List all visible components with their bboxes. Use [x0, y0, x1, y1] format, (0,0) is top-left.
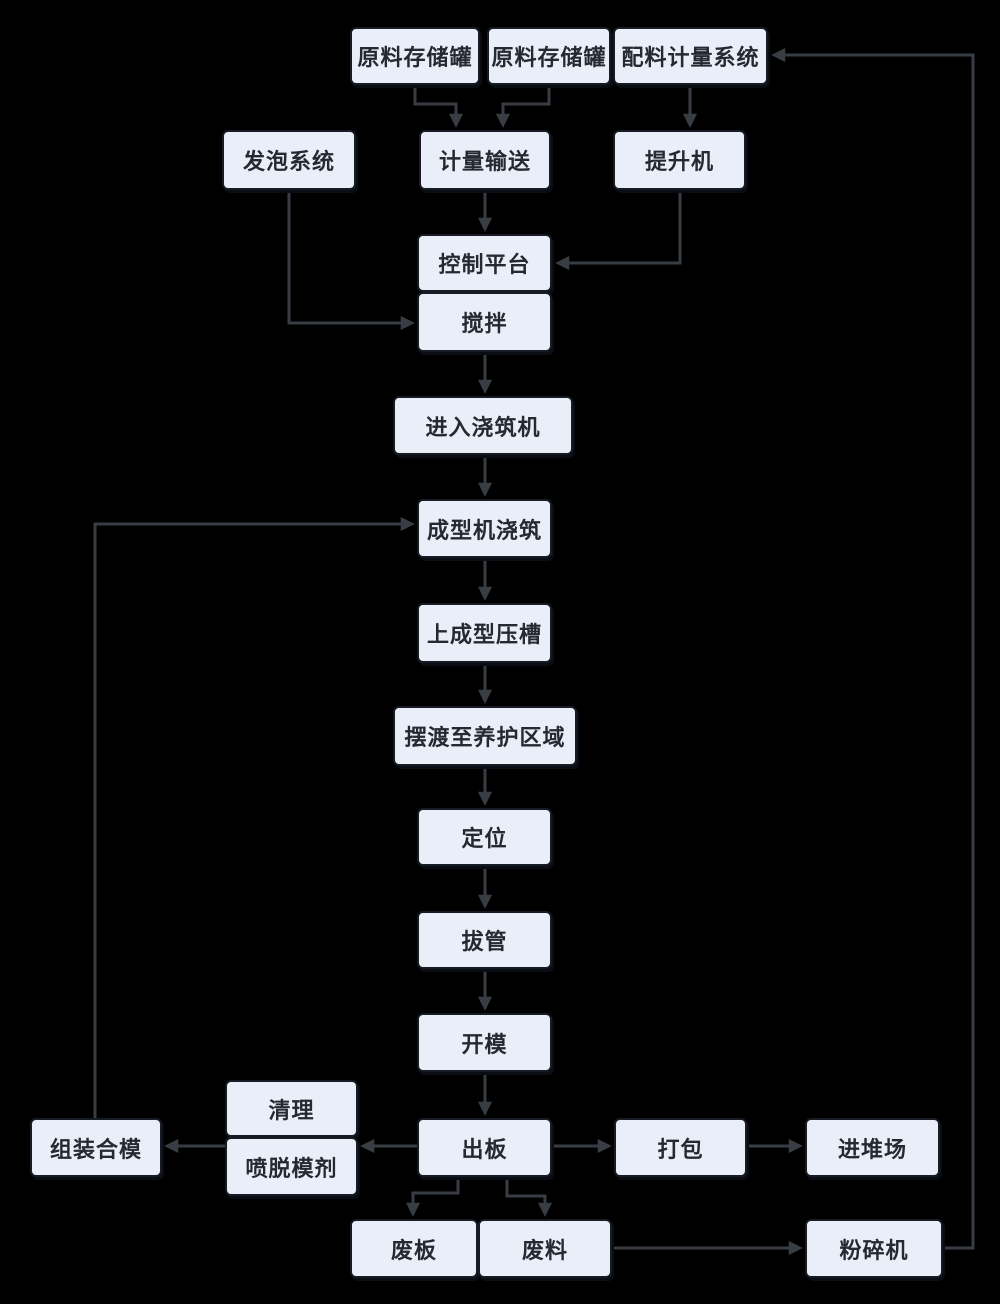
edge-panel-output-to-waste-panel: [405, 1177, 460, 1217]
node-enter-casting-machine: 进入浇筑机: [393, 396, 573, 455]
node-cleaning: 清理: [225, 1080, 358, 1137]
node-to-stockyard: 进堆场: [805, 1118, 940, 1177]
node-forming-press-groove: 上成型压槽: [417, 603, 552, 663]
edge-raw-tank-1-to-metering-conveying: [413, 85, 464, 128]
node-batching-metering-system: 配料计量系统: [613, 27, 768, 85]
node-assemble-mold: 组装合模: [30, 1118, 162, 1177]
edge-foaming-system-to-mixing: [287, 190, 415, 331]
edge-assemble-mold-to-forming-machine: [93, 516, 415, 1118]
node-positioning: 定位: [417, 808, 552, 866]
node-waste-material: 废料: [478, 1219, 612, 1278]
edge-raw-tank-2-to-metering-conveying: [495, 85, 551, 128]
node-raw-material-storage-tank-2: 原料存储罐: [487, 27, 611, 85]
node-waste-panel: 废板: [350, 1219, 478, 1278]
node-panel-output: 出板: [417, 1118, 552, 1177]
node-packing: 打包: [614, 1118, 747, 1177]
node-forming-machine-casting: 成型机浇筑: [417, 499, 552, 558]
node-mold-opening: 开模: [417, 1013, 552, 1072]
edge-hoist-to-control-platform: [555, 190, 682, 271]
edge-panel-output-to-waste-material: [505, 1177, 553, 1217]
node-control-platform: 控制平台: [417, 234, 552, 292]
node-hoist: 提升机: [613, 130, 746, 190]
node-transfer-to-curing-area: 摆渡至养护区域: [393, 706, 577, 766]
node-foaming-system: 发泡系统: [222, 130, 356, 190]
node-tube-pulling: 拔管: [417, 911, 552, 969]
edge-crusher-to-batching-system: [771, 47, 975, 1250]
node-raw-material-storage-tank-1: 原料存储罐: [350, 27, 480, 85]
node-mixing: 搅拌: [417, 292, 552, 352]
node-spray-release-agent: 喷脱模剂: [225, 1137, 358, 1196]
node-crusher: 粉碎机: [805, 1219, 943, 1278]
node-metering-conveying: 计量输送: [419, 130, 551, 190]
